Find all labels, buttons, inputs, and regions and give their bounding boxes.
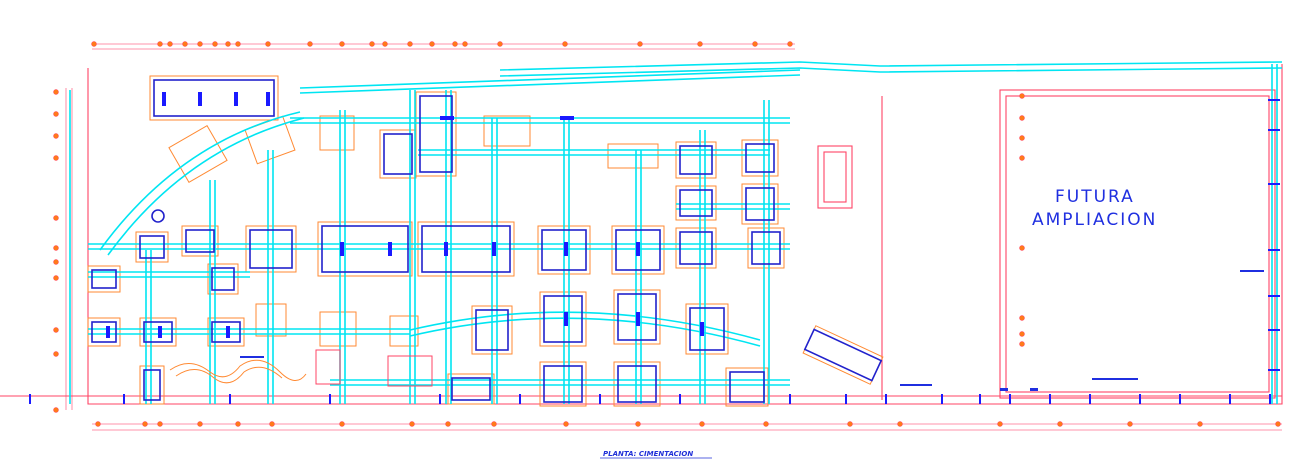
drawing-title: PLANTA: CIMENTACION <box>603 450 693 458</box>
axis-markers <box>53 41 1281 427</box>
dimension-lines <box>65 43 1282 431</box>
footing-columns <box>91 79 883 403</box>
retaining-blob <box>169 359 307 384</box>
tie-beams <box>69 61 1283 404</box>
building-outline <box>0 64 1283 405</box>
annotation-marks <box>240 270 1264 391</box>
wall-ticks <box>29 99 1280 404</box>
stair-footing <box>315 349 433 387</box>
pier-marks <box>106 92 704 338</box>
future-extension-label-line1: FUTURA <box>1055 187 1135 207</box>
future-extension-label-line2: AMPLIACION <box>1032 210 1157 230</box>
